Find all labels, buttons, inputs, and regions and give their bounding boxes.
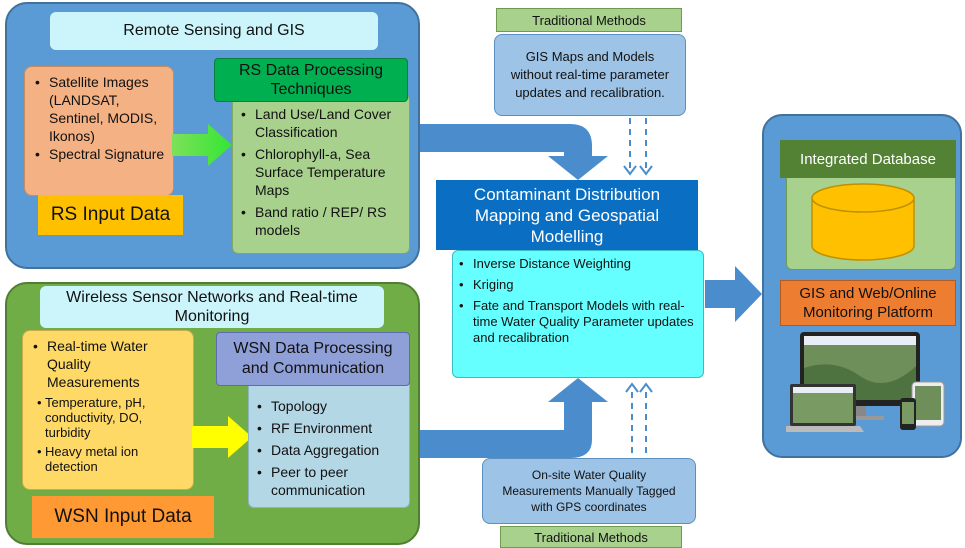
traditional-bottom-desc: On-site Water Quality Measurements Manua…: [482, 458, 696, 524]
wsn-input-box: Real-time Water Quality Measurements Tem…: [22, 330, 194, 490]
rs-to-center-arrow: [418, 124, 608, 180]
wsn-processing-item: Peer to peer communication: [255, 463, 403, 499]
wsn-input-label: WSN Input Data: [32, 496, 214, 538]
center-item: Fate and Transport Models with real-time…: [457, 298, 697, 346]
wsn-input-sub-item: Temperature, pH, conductivity, DO, turbi…: [37, 395, 187, 440]
wsn-title: Wireless Sensor Networks and Real-time M…: [40, 286, 384, 328]
rs-input-item: Satellite Images (LANDSAT, Sentinel, MOD…: [33, 73, 167, 145]
center-header: Contaminant Distribution Mapping and Geo…: [436, 180, 698, 250]
rs-processing-header: RS Data Processing Techniques: [214, 58, 408, 102]
rs-input-list: Satellite Images (LANDSAT, Sentinel, MOD…: [33, 73, 167, 163]
database-title: Integrated Database: [800, 150, 936, 168]
rs-processing-title: RS Data Processing Techniques: [238, 62, 384, 98]
center-item: Inverse Distance Weighting: [457, 256, 697, 272]
traditional-bottom-label-text: Traditional Methods: [534, 529, 648, 545]
wsn-internal-arrow: [192, 416, 252, 458]
wsn-processing-body: Topology RF Environment Data Aggregation…: [248, 380, 410, 508]
center-body: Inverse Distance Weighting Kriging Fate …: [452, 250, 704, 378]
rs-processing-item: Band ratio / REP/ RS models: [239, 203, 403, 239]
wsn-processing-item: RF Environment: [255, 419, 403, 437]
wsn-input-list: Real-time Water Quality Measurements: [31, 337, 187, 391]
rs-title-text: Remote Sensing and GIS: [123, 22, 305, 39]
traditional-bottom-label: Traditional Methods: [500, 526, 682, 548]
wsn-processing-item: Data Aggregation: [255, 441, 403, 459]
wsn-processing-title: WSN Data Processing and Communication: [233, 340, 393, 377]
traditional-top-desc: GIS Maps and Models without real-time pa…: [494, 34, 686, 116]
rs-processing-body: Land Use/Land Cover Classification Chlor…: [232, 94, 410, 254]
center-to-right-arrow: [705, 266, 762, 322]
traditional-bottom-desc-text: On-site Water Quality Measurements Manua…: [502, 468, 676, 514]
rs-processing-item: Land Use/Land Cover Classification: [239, 105, 403, 141]
rs-internal-arrow: [172, 124, 232, 166]
center-item: Kriging: [457, 277, 697, 293]
rs-input-label: RS Input Data: [38, 195, 183, 235]
database-header: Integrated Database: [780, 140, 956, 178]
tablet-icon: [911, 381, 945, 427]
wsn-processing-item: Topology: [255, 397, 403, 415]
rs-input-item: Spectral Signature: [33, 145, 167, 163]
center-title: Contaminant Distribution Mapping and Geo…: [473, 184, 661, 246]
rs-input-label-text: RS Input Data: [50, 204, 171, 225]
wsn-to-center-arrow: [418, 378, 608, 458]
wsn-input-sublist: Temperature, pH, conductivity, DO, turbi…: [37, 395, 187, 474]
rs-title: Remote Sensing and GIS: [50, 12, 378, 50]
platform-header: GIS and Web/Online Monitoring Platform: [780, 280, 956, 326]
rs-processing-list: Land Use/Land Cover Classification Chlor…: [239, 105, 403, 239]
database-cylinder-icon: [811, 183, 915, 261]
bottom-dashed-arrows: [631, 392, 647, 456]
traditional-top-desc-text: GIS Maps and Models without real-time pa…: [510, 49, 670, 100]
wsn-input-label-text: WSN Input Data: [54, 506, 192, 527]
traditional-top-label: Traditional Methods: [496, 8, 682, 32]
devices-illustration: [786, 332, 945, 432]
laptop-icon: [786, 384, 864, 432]
phone-icon: [900, 398, 916, 430]
wsn-title-text: Wireless Sensor Networks and Real-time M…: [66, 289, 358, 325]
traditional-top-label-text: Traditional Methods: [532, 12, 646, 28]
wsn-processing-header: WSN Data Processing and Communication: [216, 332, 410, 386]
wsn-processing-list: Topology RF Environment Data Aggregation…: [255, 397, 403, 499]
platform-title: GIS and Web/Online Monitoring Platform: [799, 285, 937, 321]
wsn-input-main: Real-time Water Quality Measurements: [31, 337, 187, 391]
top-dashed-arrows: [629, 118, 647, 172]
center-list: Inverse Distance Weighting Kriging Fate …: [457, 256, 697, 346]
wsn-input-sub-item: Heavy metal ion detection: [37, 444, 187, 474]
rs-processing-item: Chlorophyll-a, Sea Surface Temperature M…: [239, 145, 403, 199]
rs-input-box: Satellite Images (LANDSAT, Sentinel, MOD…: [24, 66, 174, 196]
